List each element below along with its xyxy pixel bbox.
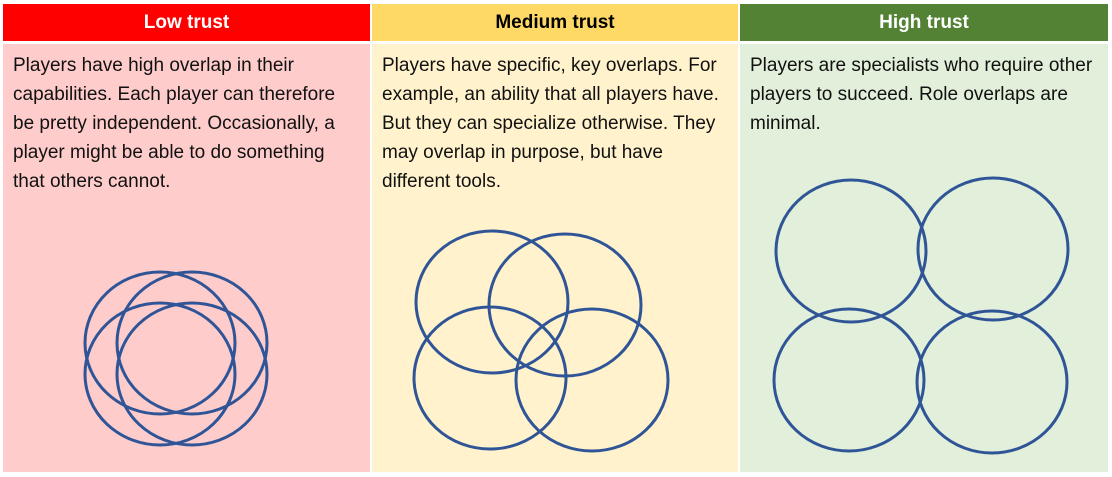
- low-trust-header: Low trust: [3, 4, 370, 41]
- high-trust-description: Players are specialists who require othe…: [740, 44, 1108, 472]
- low-trust-column: Low trust Players have high overlap in t…: [3, 4, 370, 472]
- high-trust-header: High trust: [740, 4, 1108, 41]
- medium-trust-description: Players have specific, key overlaps. For…: [372, 44, 738, 472]
- high-trust-column: High trust Players are specialists who r…: [740, 4, 1108, 472]
- medium-trust-header: Medium trust: [372, 4, 738, 41]
- medium-trust-column: Medium trust Players have specific, key …: [372, 4, 738, 472]
- low-trust-description: Players have high overlap in their capab…: [3, 44, 370, 472]
